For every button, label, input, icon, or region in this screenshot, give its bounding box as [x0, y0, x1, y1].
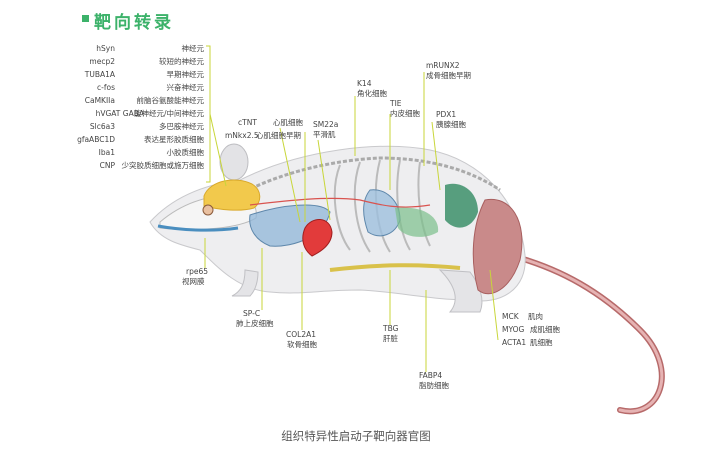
nkx-promoter: mNkx2.5 [225, 131, 259, 140]
col2a1-cell: 软骨细胞 [287, 340, 317, 349]
brain [203, 179, 261, 211]
ear [219, 143, 249, 181]
rpe65-promoter: rpe65 [186, 267, 209, 276]
spc-promoter: SP-C [243, 309, 261, 318]
muscle-promoter: ACTA1 [502, 338, 527, 347]
neuron-promoter: gfaABC1D [77, 135, 115, 144]
tail [517, 255, 665, 415]
tbg-cell: 肝脏 [383, 334, 398, 343]
neuron-promoter: c-fos [97, 83, 115, 92]
kidney-green [445, 183, 478, 228]
tie-cell: 内皮细胞 [390, 109, 420, 118]
eye [202, 204, 214, 216]
neuron-bracket [206, 45, 211, 183]
page-title: 靶向转录 [94, 13, 174, 33]
intestine-green [395, 207, 439, 237]
neuron-cell: 小胶质细胞 [166, 148, 205, 157]
tbg-promoter: TBG [383, 324, 399, 333]
rpe65-cell: 视网膜 [182, 277, 205, 286]
neuron-promoter: CaMKIIa [84, 96, 115, 105]
neuron-promoter: mecp2 [89, 57, 115, 66]
col2a1-promoter: COL2A1 [286, 330, 316, 339]
figure-caption: 组织特异性启动子靶向器官图 [281, 429, 431, 443]
snout-blue [157, 224, 239, 232]
pdx1-promoter: PDX1 [436, 110, 457, 119]
muscle-promoter: MYOG [502, 325, 525, 334]
neuron-cell: 表达星形胶质细胞 [144, 135, 204, 144]
neuron-cell: 兴奋神经元 [166, 83, 205, 92]
neuron-cell: 早期神经元 [166, 70, 205, 79]
ctnt-cell: 心肌细胞 [273, 118, 303, 127]
spc-cell: 肺上皮细胞 [236, 319, 274, 328]
neuron-promoter: hSyn [96, 44, 115, 53]
k14-promoter: K14 [357, 79, 372, 88]
vessels [249, 197, 431, 208]
mrunx2-cell: 成骨细胞早期 [426, 71, 471, 80]
fabp4-cell: 脂肪细胞 [419, 381, 449, 390]
muscle-cell: 肌肉 [528, 312, 543, 321]
muscle-cell: 肌细胞 [530, 338, 553, 347]
neuron-promoter: Slc6a3 [89, 122, 115, 131]
sm22a-promoter: SM22a [313, 120, 339, 129]
tie-promoter: TIE [390, 99, 402, 108]
spine [229, 156, 501, 202]
neuron-cell: 前脑谷氨酸能神经元 [136, 96, 205, 105]
neuron-promoter: hVGAT GABA [95, 109, 144, 118]
neuron-promoter: Iba1 [98, 148, 115, 157]
title-bullet [82, 15, 89, 22]
ctnt-promoter: cTNT [238, 118, 257, 127]
nkx-cell: 心肌细胞早期 [256, 131, 301, 140]
neuron-cell: 能神经元/中间神经元 [133, 109, 204, 118]
k14-cell: 角化细胞 [357, 89, 387, 98]
neuron-cell: 神经元 [181, 44, 205, 53]
sm22a-cell: 平滑肌 [313, 130, 336, 139]
mrunx2-promoter: mRUNX2 [426, 61, 460, 70]
heart [302, 219, 333, 257]
pdx1-cell: 胰腺细胞 [436, 120, 466, 129]
muscle-promoter: MCK [502, 312, 519, 321]
neuron-cell: 多巴胺神经元 [159, 122, 204, 131]
lung-right [363, 189, 401, 237]
neuron-promoter: CNP [99, 161, 115, 170]
muscle-cell: 成肌细胞 [530, 325, 560, 334]
liver-line [329, 263, 461, 272]
neuron-cell: 较短的神经元 [159, 57, 204, 66]
hind-muscle [472, 198, 523, 295]
neuron-promoter: TUBA1A [84, 70, 115, 79]
front-leg [231, 269, 259, 297]
neuron-cell: 少突胶质细胞或施万细胞 [121, 161, 205, 170]
fabp4-promoter: FABP4 [419, 371, 443, 380]
